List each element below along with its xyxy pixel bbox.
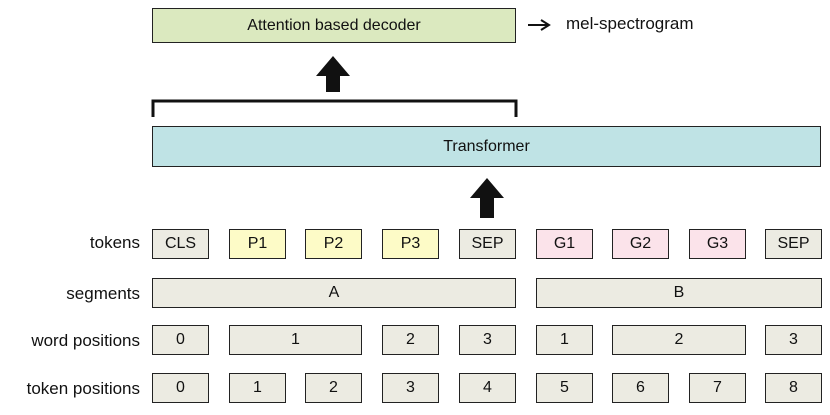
row-label-word-positions: word positions — [31, 331, 140, 350]
word-position-box: 0 — [152, 325, 209, 355]
token-box: SEP — [765, 229, 822, 259]
token-position-box: 4 — [459, 373, 516, 403]
decoder-label: Attention based decoder — [247, 16, 421, 34]
token-text: SEP — [471, 235, 504, 252]
token-position-text: 6 — [636, 379, 645, 396]
token-text: G3 — [706, 235, 729, 252]
word-position-text: 2 — [674, 331, 684, 348]
token-position-box: 8 — [765, 373, 822, 403]
token-text: CLS — [164, 235, 197, 252]
token-box: P3 — [382, 229, 439, 259]
word-position-box: 2 — [612, 325, 746, 355]
token-position-text: 3 — [406, 379, 415, 396]
row-label-tokens: tokens — [89, 233, 140, 252]
segment-box-a: A — [152, 278, 516, 308]
token-position-box: 0 — [152, 373, 209, 403]
segment-text: A — [328, 284, 340, 301]
token-position-box: 3 — [382, 373, 439, 403]
segment-text: B — [673, 284, 685, 301]
segment-box-b: B — [536, 278, 822, 308]
token-box: SEP — [459, 229, 516, 259]
token-position-box: 1 — [229, 373, 286, 403]
token-box: P1 — [229, 229, 286, 259]
token-text: G1 — [553, 235, 576, 252]
token-position-text: 0 — [176, 379, 185, 396]
word-position-text: 0 — [176, 331, 185, 348]
word-position-text: 3 — [483, 331, 492, 348]
token-text: SEP — [777, 235, 810, 252]
token-box: G3 — [689, 229, 746, 259]
token-position-text: 8 — [789, 379, 798, 396]
up-arrow-icon — [470, 178, 504, 218]
row-label-segments: segments — [66, 284, 140, 303]
token-box: P2 — [305, 229, 362, 259]
word-position-text: 3 — [789, 331, 798, 348]
word-position-box: 1 — [229, 325, 362, 355]
token-position-box: 6 — [612, 373, 669, 403]
word-position-text: 1 — [291, 331, 300, 348]
transformer-label: Transformer — [443, 137, 530, 155]
token-box: G2 — [612, 229, 669, 259]
token-position-text: 4 — [483, 379, 492, 396]
word-position-box: 3 — [459, 325, 516, 355]
word-position-box: 1 — [536, 325, 593, 355]
right-arrow-icon — [528, 19, 551, 31]
token-text: G2 — [629, 235, 652, 252]
token-text: P1 — [247, 235, 268, 252]
token-position-box: 7 — [689, 373, 746, 403]
token-text: P2 — [323, 235, 344, 252]
decoder-output-label: mel-spectrogram — [566, 14, 694, 33]
decoder-box: Attention based decoder — [152, 8, 516, 43]
word-position-text: 2 — [406, 331, 415, 348]
up-arrow-icon — [316, 56, 350, 92]
token-box: G1 — [536, 229, 593, 259]
token-position-box: 5 — [536, 373, 593, 403]
word-position-text: 1 — [560, 331, 569, 348]
token-position-text: 1 — [253, 379, 262, 396]
token-position-text: 2 — [329, 379, 338, 396]
transformer-box: Transformer — [152, 126, 821, 167]
row-label-token-positions: token positions — [26, 379, 140, 398]
word-position-box: 2 — [382, 325, 439, 355]
token-position-text: 7 — [713, 379, 722, 396]
token-text: P3 — [400, 235, 421, 252]
token-position-box: 2 — [305, 373, 362, 403]
token-position-text: 5 — [560, 379, 569, 396]
word-position-box: 3 — [765, 325, 822, 355]
token-box: CLS — [152, 229, 209, 259]
bracket — [151, 99, 518, 117]
